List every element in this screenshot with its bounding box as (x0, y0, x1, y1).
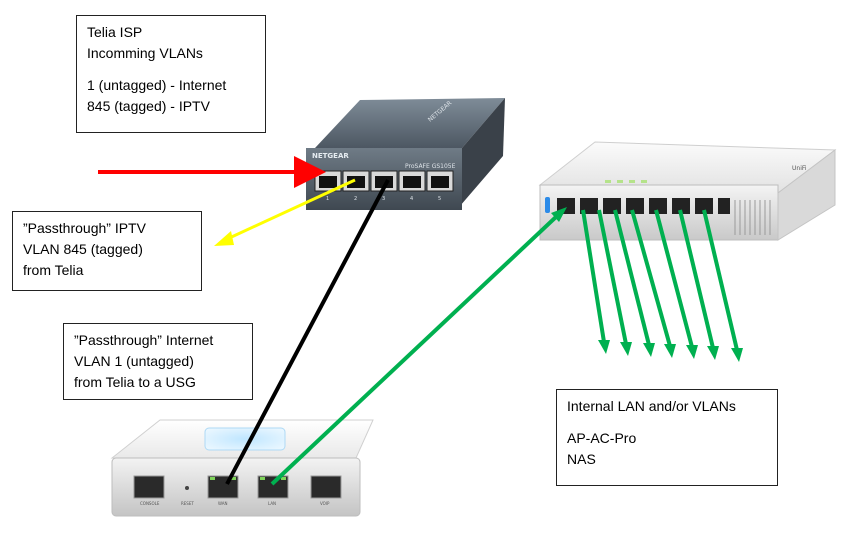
lan-fanout-arrows (581, 209, 743, 362)
isp-box-vlan-iptv: 845 (tagged) - IPTV (87, 98, 210, 114)
lan-arrow (630, 209, 676, 358)
iptv-arrow-head (214, 231, 234, 246)
iptv-arrow (214, 178, 356, 246)
lan-box-device-ap: AP-AC-Pro (567, 430, 637, 446)
unifi-switch-ports (557, 198, 730, 214)
isp-info-box: Telia ISP Incomming VLANs 1 (untagged) -… (76, 15, 266, 133)
netgear-switch: NETGEAR ProSAFE GS105E NETGEAR 1 2 3 4 5 (306, 98, 505, 210)
usg-to-unifi-arrow (270, 207, 567, 486)
iptv-box-line2: VLAN 845 (tagged) (23, 241, 143, 257)
lan-arrow (613, 209, 655, 357)
usg-port-label: CONSOLE (140, 501, 160, 506)
netgear-port-number: 2 (354, 196, 357, 202)
netgear-port-jack (319, 176, 337, 188)
usg-to-unifi-head (551, 207, 567, 222)
netgear-port-jack (431, 176, 449, 188)
unifi-port (603, 198, 621, 214)
isp-box-vlan-internet: 1 (untagged) - Internet (87, 77, 227, 93)
unifi-switch-vents (734, 200, 771, 235)
lan-arrow (678, 209, 719, 360)
netgear-port-number: 4 (410, 196, 413, 202)
netgear-port-number: 3 (382, 196, 385, 202)
internet-info-box: ”Passthrough” Internet VLAN 1 (untagged)… (63, 323, 253, 400)
unifi-switch: UniFi (538, 141, 837, 241)
unifi-switch-side (777, 148, 836, 241)
usg-port-label: LAN (268, 501, 276, 506)
unifi-port (718, 198, 730, 214)
internet-box-line3: from Telia to a USG (74, 374, 196, 390)
netgear-port-jack (347, 176, 365, 188)
usg-router: CONSOLE RESET WAN LAN VOIP (110, 419, 374, 517)
usg-port-voip (310, 475, 342, 499)
unifi-switch-logo: UniFi (792, 165, 807, 172)
netgear-port-number: 5 (438, 196, 441, 202)
lan-arrow (654, 209, 698, 359)
netgear-model-label: ProSAFE GS105E (405, 163, 456, 170)
iptv-box-line3: from Telia (23, 262, 84, 278)
unifi-switch-leds (605, 180, 647, 183)
lan-box-device-nas: NAS (567, 451, 596, 467)
netgear-brand-label: NETGEAR (312, 152, 349, 160)
netgear-port-number: 1 (326, 196, 329, 202)
netgear-side (460, 98, 505, 206)
isp-box-subtitle: Incomming VLANs (87, 45, 203, 61)
unifi-port (649, 198, 667, 214)
unifi-switch-status-led (545, 197, 550, 213)
unifi-port (695, 198, 713, 214)
usg-port-labels: CONSOLE RESET WAN LAN VOIP (140, 501, 330, 506)
lan-arrow (702, 209, 743, 362)
internet-box-line1: ”Passthrough” Internet (74, 332, 214, 348)
netgear-port-jack (375, 176, 393, 188)
unifi-port (672, 198, 690, 214)
internet-box-line2: VLAN 1 (untagged) (74, 353, 194, 369)
usg-port-lan (257, 475, 289, 499)
netgear-ports (314, 170, 454, 192)
lan-arrow (581, 209, 610, 354)
netgear-top (315, 98, 505, 148)
usg-reset-hole (185, 486, 189, 490)
internet-line (225, 179, 390, 485)
iptv-arrow-line (224, 178, 356, 242)
usg-port-console (133, 475, 165, 499)
netgear-port-jack (403, 176, 421, 188)
netgear-port-numbers: 1 2 3 4 5 (326, 196, 441, 202)
iptv-box-line1: ”Passthrough” IPTV (23, 220, 146, 236)
usg-port-label: WAN (218, 501, 227, 506)
lan-info-box: Internal LAN and/or VLANs AP-AC-Pro NAS (556, 389, 778, 486)
iptv-info-box: ”Passthrough” IPTV VLAN 845 (tagged) fro… (12, 211, 202, 291)
usg-to-unifi-line (270, 214, 559, 486)
isp-box-title: Telia ISP (87, 24, 143, 40)
unifi-port (626, 198, 644, 214)
lan-box-title: Internal LAN and/or VLANs (567, 398, 736, 414)
usg-port-label: VOIP (320, 501, 330, 506)
lan-arrow (597, 209, 632, 356)
usg-port-label: RESET (181, 501, 194, 506)
